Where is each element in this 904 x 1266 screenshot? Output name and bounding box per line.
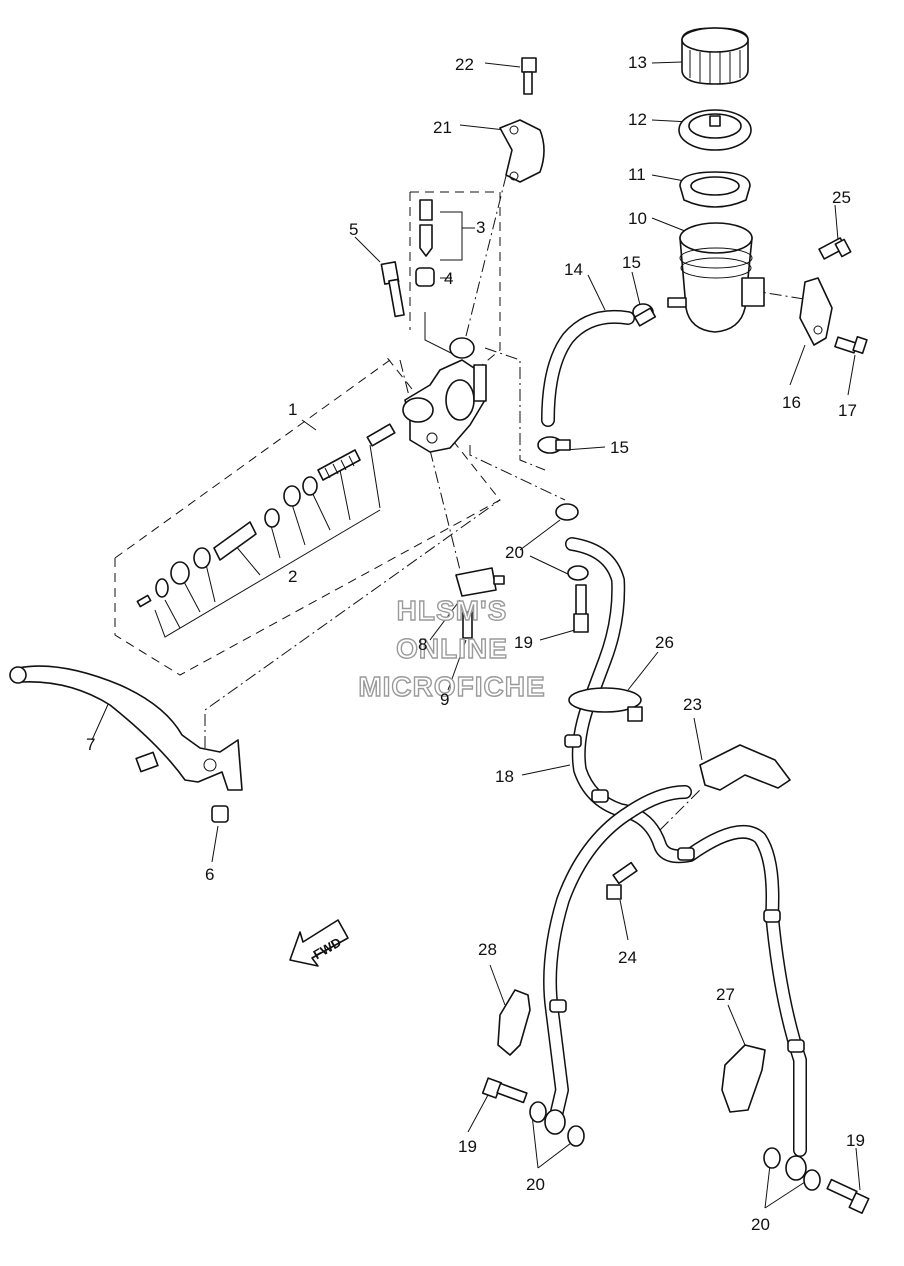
union-bolt-right xyxy=(826,1178,870,1215)
brake-lever xyxy=(9,665,243,791)
callout-13: 13 xyxy=(628,53,647,72)
screw-17 xyxy=(834,335,868,355)
union-bolt-left xyxy=(481,1077,528,1104)
callout-19-left: 19 xyxy=(458,1137,477,1156)
holder-bolt-22 xyxy=(521,57,537,95)
callout-22: 22 xyxy=(455,55,474,74)
callout-4: 4 xyxy=(444,269,453,288)
callout-20-upper: 20 xyxy=(505,543,524,562)
watermark: HLSM'S ONLINE MICROFICHE xyxy=(358,594,546,702)
brake-hose xyxy=(543,537,807,1157)
watermark-line-3: MICROFICHE xyxy=(358,671,545,702)
washers-left xyxy=(529,1101,585,1147)
callout-15b: 15 xyxy=(610,438,629,457)
pivot-bolt-5 xyxy=(380,261,405,318)
callout-12: 12 xyxy=(628,110,647,129)
brake-switch xyxy=(455,567,505,597)
callout-1: 1 xyxy=(288,400,297,419)
watermark-line-1: HLSM'S xyxy=(397,595,508,626)
union-bolt-upper xyxy=(573,584,589,633)
callout-20-right: 20 xyxy=(751,1215,770,1234)
callout-5: 5 xyxy=(349,220,358,239)
callout-27: 27 xyxy=(716,985,735,1004)
reservoir-hose xyxy=(541,309,635,427)
watermark-line-2: ONLINE xyxy=(396,633,508,664)
callout-3: 3 xyxy=(476,218,485,237)
hose-clip-lower xyxy=(537,436,571,454)
callout-18: 18 xyxy=(495,767,514,786)
bleed-cap-4 xyxy=(415,267,435,287)
bleed-parts-3 xyxy=(419,199,433,257)
washers-upper xyxy=(555,503,589,581)
callout-15a: 15 xyxy=(622,253,641,272)
leader-lines xyxy=(91,61,861,1209)
hose-band xyxy=(568,687,643,722)
diaphragm xyxy=(679,171,751,208)
diaphragm-plate xyxy=(678,109,752,151)
lever-nut xyxy=(211,805,229,823)
callout-17: 17 xyxy=(838,401,857,420)
callout-labels: 1 2 3 4 5 6 7 8 9 10 11 12 13 14 15 15 1… xyxy=(86,53,865,1234)
forward-direction-arrow: FWD xyxy=(289,919,349,967)
assembly-outline-1 xyxy=(114,354,501,676)
reservoir-cap xyxy=(681,27,749,85)
reservoir-bracket xyxy=(799,277,833,346)
callout-19-right: 19 xyxy=(846,1131,865,1150)
master-cylinder-body xyxy=(402,337,487,453)
callout-9: 9 xyxy=(440,690,449,709)
hose-guide-27 xyxy=(721,1044,766,1113)
piston-kit xyxy=(136,423,396,608)
callout-6: 6 xyxy=(205,865,214,884)
callout-28: 28 xyxy=(478,940,497,959)
callout-2: 2 xyxy=(288,567,297,586)
callout-8: 8 xyxy=(418,635,427,654)
callout-10: 10 xyxy=(628,209,647,228)
bracket-bolt-24 xyxy=(606,861,638,900)
callout-11: 11 xyxy=(628,165,646,184)
callout-24: 24 xyxy=(618,948,637,967)
assembly-outline-3 xyxy=(409,191,501,376)
callout-7: 7 xyxy=(86,735,95,754)
switch-screw xyxy=(462,611,473,639)
callout-20-left: 20 xyxy=(526,1175,545,1194)
callout-21: 21 xyxy=(433,118,452,137)
callout-26: 26 xyxy=(655,633,674,652)
master-cylinder-holder xyxy=(499,119,545,183)
callout-25: 25 xyxy=(832,188,851,207)
washers-right xyxy=(763,1147,821,1191)
callout-19-upper: 19 xyxy=(514,633,533,652)
hose-clip-upper xyxy=(632,303,657,327)
callout-14: 14 xyxy=(564,260,583,279)
callout-23: 23 xyxy=(683,695,702,714)
screw-25 xyxy=(818,237,852,260)
reservoir-tank xyxy=(667,222,765,333)
callout-16: 16 xyxy=(782,393,801,412)
hose-guide-28 xyxy=(497,989,531,1056)
hose-joint-bracket xyxy=(699,744,791,791)
